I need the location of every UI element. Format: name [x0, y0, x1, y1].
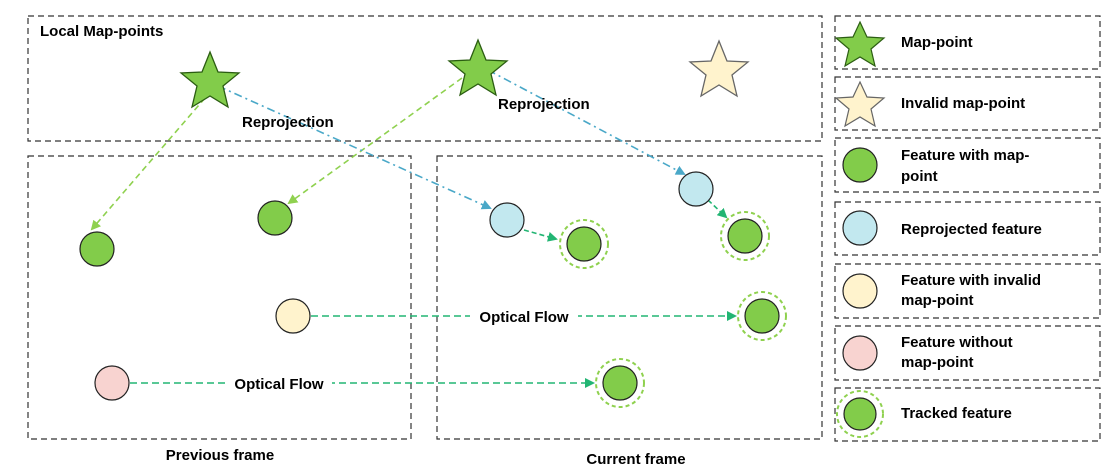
legend-label-feature-without-map-point-1: Feature without: [901, 334, 1013, 351]
legend-reprojected-feature-icon: [842, 210, 878, 246]
legend-row-invalid-map-point: [834, 76, 1101, 131]
legend-label-tracked-feature: Tracked feature: [901, 405, 1012, 422]
legend-row-feature-with-invalid-map-point: [834, 263, 1101, 319]
feature-with-map-point-2: [257, 200, 293, 236]
legend-row-map-point: [834, 15, 1101, 70]
refine-arrow-2: [707, 199, 728, 219]
invalid-map-point-star: [688, 39, 750, 98]
refine-arrow-1: [523, 229, 558, 242]
legend-label-feature-with-invalid-map-point-2: map-point: [901, 292, 974, 309]
feature-with-invalid-map-point: [275, 298, 311, 334]
reprojection-arrow-1: [217, 85, 492, 210]
legend-label-feature-with-map-point-2: point: [901, 168, 938, 185]
legend: Map-point Invalid map-point Feature with…: [834, 15, 1101, 442]
projection-arrow-1: [90, 97, 206, 231]
legend-row-feature-without-map-point: [834, 325, 1101, 381]
legend-row-tracked-feature: [834, 387, 1101, 442]
legend-label-feature-with-map-point-1: Feature with map-: [901, 147, 1029, 164]
legend-feature-with-invalid-map-point-icon: [842, 273, 878, 309]
map-point-star-2: [447, 38, 509, 97]
legend-label-reprojected-feature: Reprojected feature: [901, 221, 1042, 238]
tracked-feature-4: [595, 358, 645, 408]
legend-feature-with-map-point-icon: [842, 147, 878, 183]
projection-arrow-2: [287, 77, 463, 205]
legend-label-invalid-map-point: Invalid map-point: [901, 95, 1025, 112]
reprojected-feature-2: [678, 171, 714, 207]
tracked-feature-3: [737, 291, 787, 341]
reprojected-feature-1: [489, 202, 525, 238]
legend-label-feature-without-map-point-2: map-point: [901, 354, 974, 371]
current-frame-box: [436, 155, 823, 440]
legend-row-feature-with-map-point: [834, 137, 1101, 193]
tracked-feature-1: [559, 219, 609, 269]
optical-flow-label-1: Optical Flow: [479, 309, 569, 326]
legend-row-reprojected-feature: [834, 201, 1101, 256]
map-point-star-1: [179, 50, 241, 109]
reprojection-label-2: Reprojection: [498, 96, 590, 113]
legend-label-feature-with-invalid-map-point-1: Feature with invalid: [901, 272, 1041, 289]
feature-without-map-point: [94, 365, 130, 401]
current-frame-label: Current frame: [586, 451, 685, 468]
feature-with-map-point-1: [79, 231, 115, 267]
legend-tracked-feature-icon: [836, 390, 884, 438]
reprojection-label-1: Reprojection: [242, 114, 334, 131]
legend-map-point-icon: [834, 20, 886, 68]
legend-invalid-map-point-icon: [834, 80, 886, 128]
legend-feature-without-map-point-icon: [842, 335, 878, 371]
optical-flow-label-2: Optical Flow: [234, 376, 324, 393]
previous-frame-box: [27, 155, 412, 440]
reprojection-arrow-2: [487, 69, 686, 175]
legend-label-map-point: Map-point: [901, 34, 973, 51]
tracked-feature-2: [720, 211, 770, 261]
previous-frame-label: Previous frame: [166, 447, 274, 464]
local-map-points-box: [27, 15, 823, 142]
local-map-points-label: Local Map-points: [40, 23, 163, 40]
